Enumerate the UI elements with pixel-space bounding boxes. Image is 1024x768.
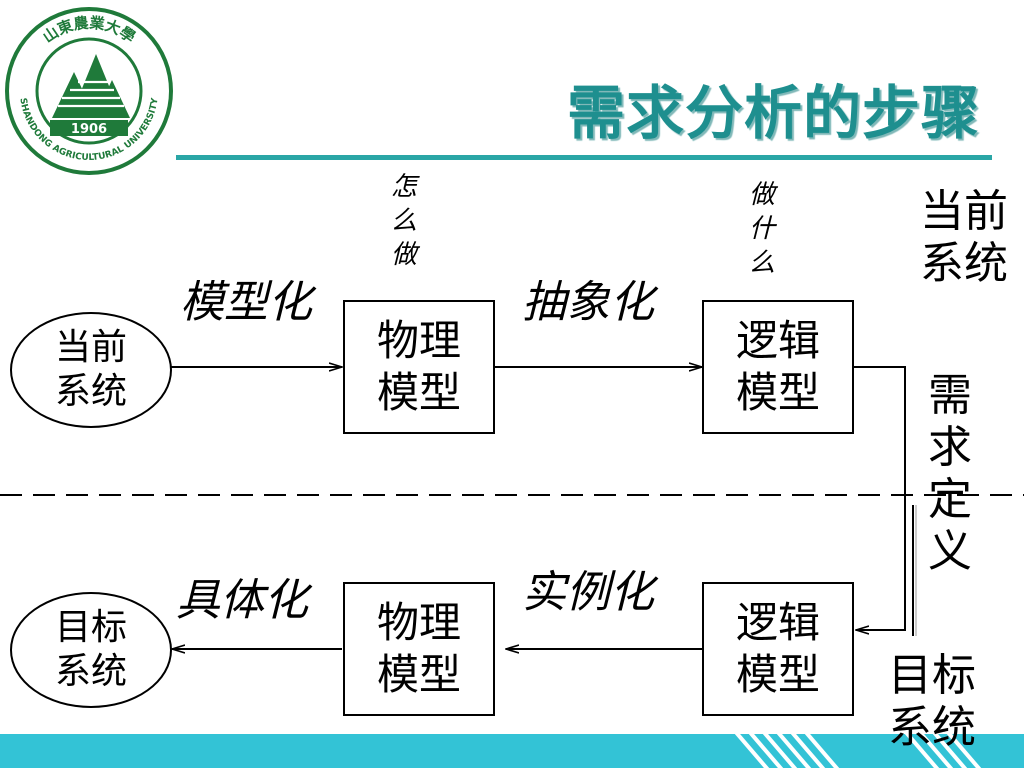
label-abstraction: 抽象化 [522, 277, 654, 328]
physical-model-line2: 模型 [376, 368, 461, 417]
current-system-node: 当前 系统 [10, 312, 172, 428]
physical-model-line1: 物理 [376, 316, 461, 365]
physical-model-box-bottom: 物理 模型 [343, 582, 495, 716]
side-requirement-definition: 需 求 定 义 [928, 370, 972, 577]
physical-model-box-top: 物理 模型 [343, 300, 495, 434]
label-modeling: 模型化 [180, 277, 312, 328]
current-system-line2: 系统 [54, 371, 127, 412]
arrow-logical-down [852, 366, 906, 630]
label-instantiation: 实例化 [522, 567, 654, 618]
current-system-line1: 当前 [54, 327, 127, 368]
target-system-line1: 目标 [54, 607, 127, 648]
target-system-node: 目标 系统 [10, 592, 172, 708]
logo-year: 1906 [71, 122, 107, 137]
note-how-to-do: 怎 么 做 [390, 172, 417, 270]
page-title: 需求分析的步骤 [566, 79, 980, 147]
physical-model-line1: 物理 [376, 598, 461, 647]
target-system-line2: 系统 [54, 651, 127, 692]
side-current-system: 当前 系统 [920, 186, 1008, 289]
logical-model-box-top: 逻辑 模型 [702, 300, 854, 434]
physical-model-line2: 模型 [376, 650, 461, 699]
logical-model-line1: 逻辑 [735, 316, 820, 365]
logical-model-box-bottom: 逻辑 模型 [702, 582, 854, 716]
label-concretization: 具体化 [176, 575, 308, 626]
title-divider [176, 155, 992, 160]
logical-model-line2: 模型 [735, 368, 820, 417]
university-logo: 山東農業大學 SHANDONG AGRICULTURAL UNIVERSITY … [5, 7, 173, 175]
side-target-system: 目标 系统 [888, 650, 976, 753]
logical-model-line1: 逻辑 [735, 598, 820, 647]
logical-model-line2: 模型 [735, 650, 820, 699]
note-what-to-do: 做 什 么 [748, 180, 775, 278]
footer-band [0, 734, 1024, 768]
footer-stripes [734, 734, 982, 768]
